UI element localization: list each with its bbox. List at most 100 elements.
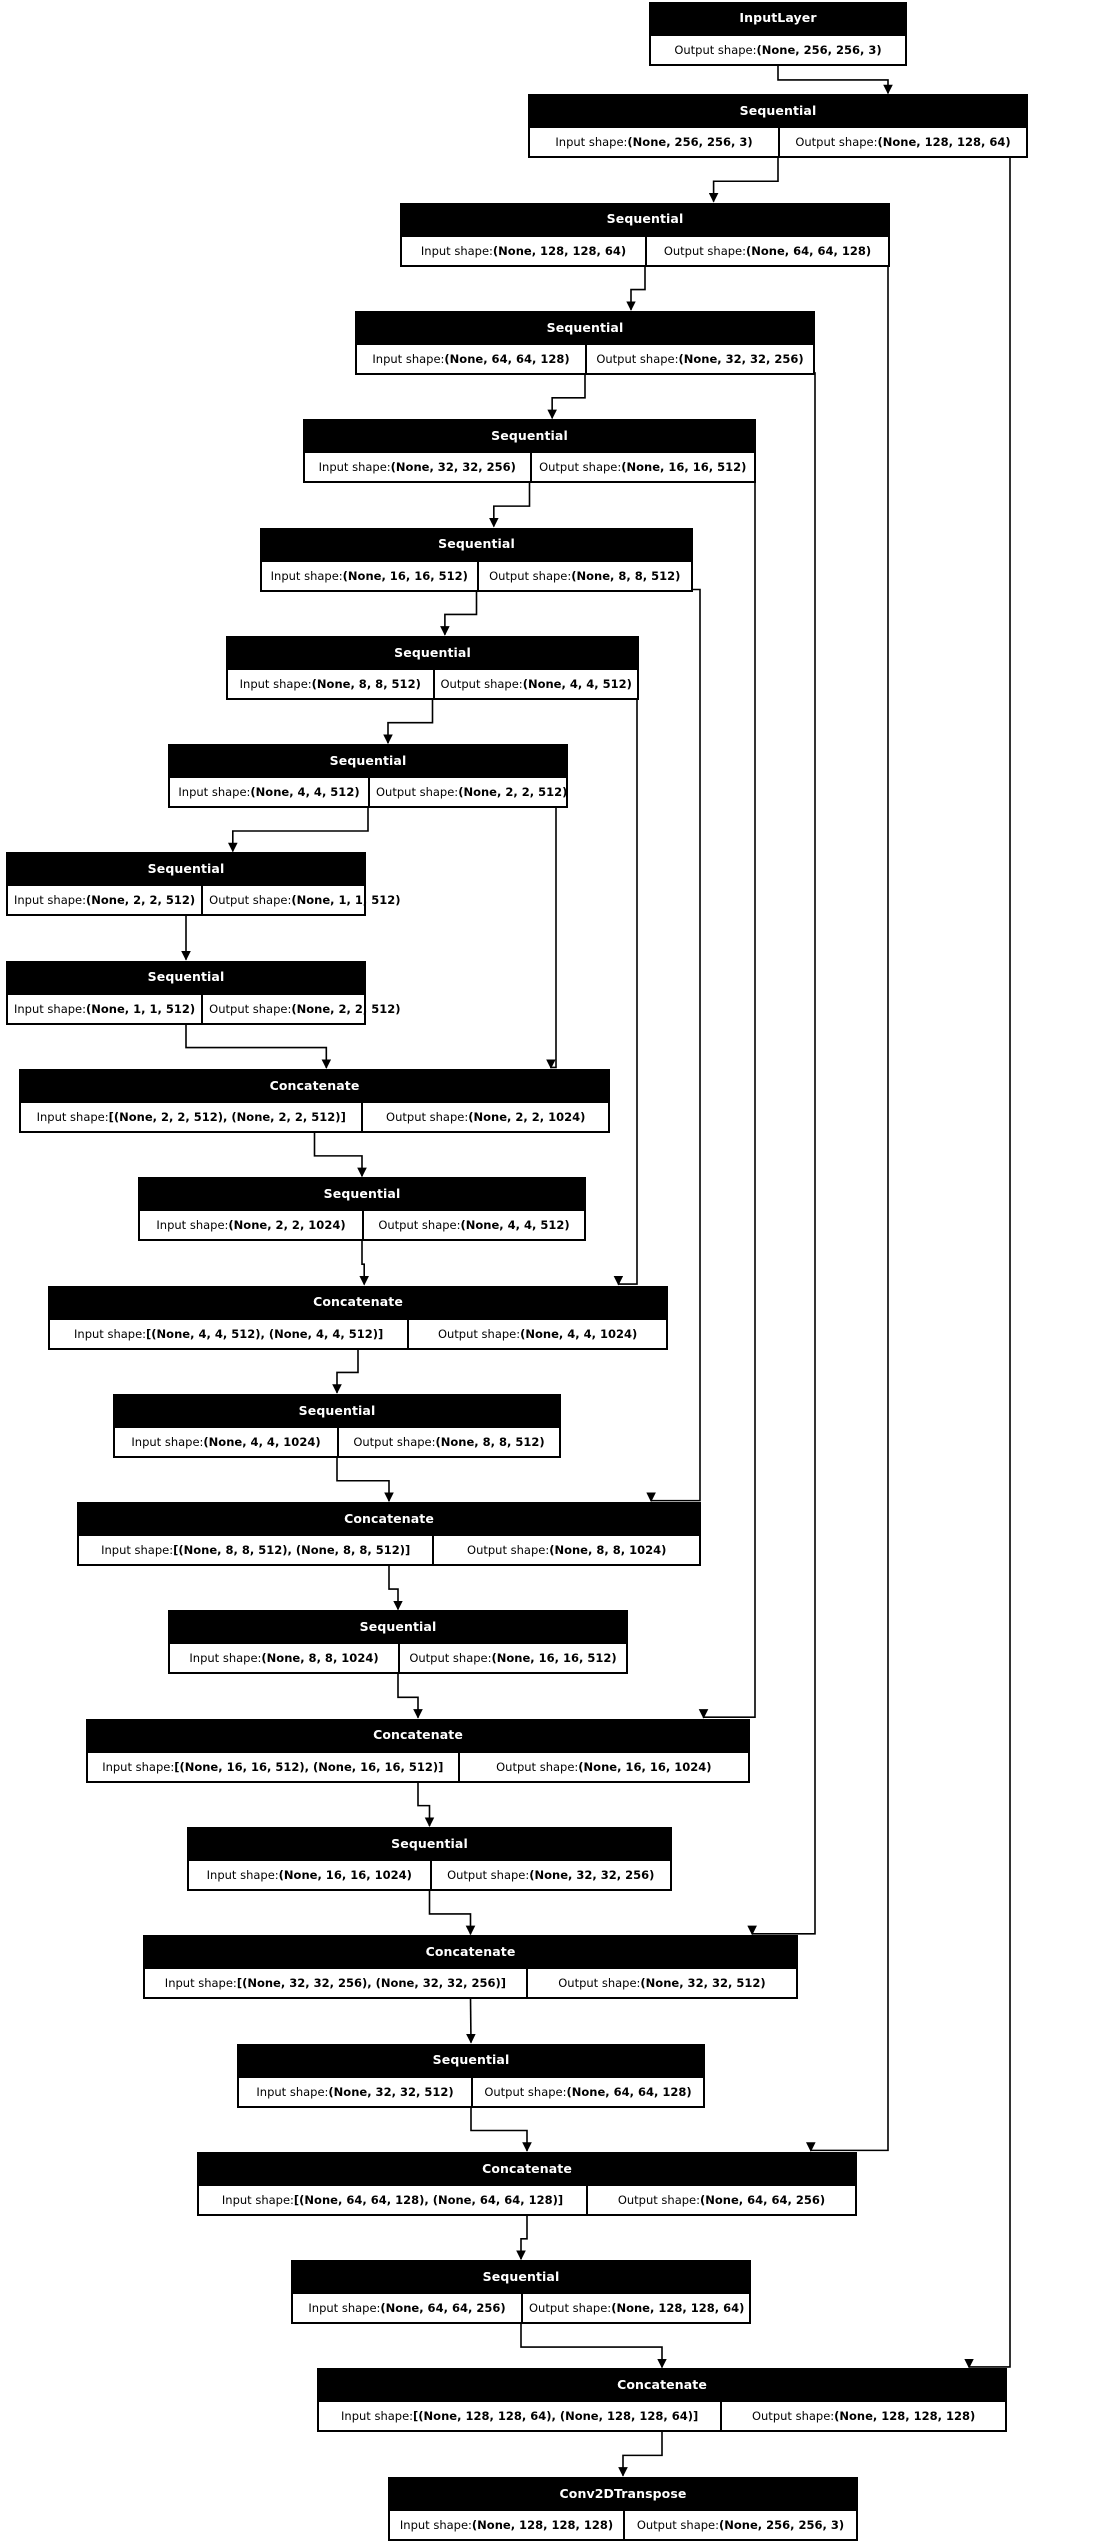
input-shape-cell-label: Input shape: — [341, 2409, 414, 2424]
output-shape-cell-label: Output shape: — [409, 1651, 492, 1666]
input-shape-cell-label: Input shape: — [239, 676, 312, 691]
output-shape-cell-label: Output shape: — [353, 1434, 436, 1449]
input-shape-cell-label: Input shape: — [308, 2301, 381, 2316]
edge — [383, 697, 434, 745]
output-shape-cell-label: Output shape: — [467, 1543, 550, 1558]
input-shape-cell: Input shape: [(None, 16, 16, 512), (None… — [88, 1753, 458, 1781]
input-shape-cell-value: (None, 2, 2, 512) — [86, 893, 196, 908]
output-shape-cell-value: (None, 256, 256, 3) — [719, 2517, 845, 2532]
output-shape-cell-value: (None, 32, 32, 256) — [529, 1868, 655, 1882]
output-shape-cell-value: (None, 128, 128, 128) — [834, 2409, 976, 2424]
layer-shape-row: Input shape: (None, 128, 128, 128)Output… — [390, 2508, 856, 2539]
output-shape-cell-value: (None, 16, 16, 512) — [621, 460, 747, 475]
layer-shape-row: Input shape: (None, 16, 16, 1024) Output … — [189, 1859, 670, 1889]
output-shape-cell-value: (None, 64, 64, 128) — [746, 243, 872, 258]
input-shape-cell-value: (None, 16, 16, 1024) — [278, 1868, 412, 1882]
input-shape-cell-label: Input shape: — [420, 243, 493, 258]
output-shape-cell-label: Output shape: — [484, 2084, 567, 2099]
output-shape-cell-label: Output shape: — [617, 2192, 701, 2207]
output-shape-cell: Output shape: (None, 256, 256, 3) — [623, 2510, 856, 2539]
input-shape-cell: Input shape: (None, 128, 128, 64) — [402, 237, 645, 265]
edge — [466, 1997, 476, 2044]
input-shape-cell-label: Input shape: — [14, 1001, 87, 1016]
output-shape-cell-value: (None, 256, 256, 3) — [756, 42, 882, 57]
input-shape-cell-value: (None, 32, 32, 512) — [328, 2084, 454, 2099]
edge — [313, 1130, 367, 1178]
layer-type-label: Concatenate — [319, 2370, 1005, 2401]
edge — [417, 1780, 435, 1827]
input-shape-cell-value: (None, 64, 64, 256) — [380, 2301, 506, 2316]
output-shape-cell-value: (None, 16, 16, 1024) — [578, 1759, 712, 1774]
layer-shape-row: Input shape: (None, 4, 4, 512)Output sha… — [170, 776, 567, 807]
output-shape-cell: Output shape: (None, 32, 32, 512) — [525, 1969, 796, 1998]
output-shape-cell: Output shape: (None, 2, 2, 512) — [368, 778, 573, 807]
output-shape-cell-value: (None, 128, 128, 64) — [877, 135, 1011, 150]
output-shape-cell-value: (None, 16, 16, 512) — [491, 1651, 617, 1666]
input-shape-cell-value: [(None, 2, 2, 512), (None, 2, 2, 512)] — [108, 1109, 346, 1124]
input-shape-cell-value: [(None, 8, 8, 512), (None, 8, 8, 512)] — [173, 1543, 411, 1558]
edge — [613, 686, 638, 1286]
output-shape-cell: Output shape: (None, 2, 2, 512) — [201, 994, 406, 1023]
edge — [440, 589, 478, 636]
input-shape-cell-label: Input shape: — [555, 135, 628, 150]
output-shape-cell-value: (None, 4, 4, 512) — [522, 676, 632, 691]
layer-shape-row: Input shape: (None, 64, 64, 256) Output s… — [293, 2292, 749, 2323]
input-shape-cell-label: Input shape: — [14, 893, 87, 908]
output-shape-cell-value: (None, 128, 128, 64) — [611, 2301, 745, 2316]
output-shape-cell: Output shape: (None, 1, 1, 512) — [201, 886, 406, 915]
layer-type-label: Sequential — [189, 1829, 670, 1859]
input-shape-cell-label: Input shape: — [36, 1109, 109, 1124]
output-shape-cell-label: Output shape: — [447, 1868, 530, 1882]
input-shape-cell: Input shape: (None, 2, 2, 1024) — [140, 1211, 362, 1239]
layer-shape-row: Input shape: (None, 32, 32, 512) Output s… — [239, 2075, 703, 2106]
layer-shape-row: Input shape: (None, 256, 256, 3)Output s… — [530, 126, 1026, 157]
input-shape-cell-value: (None, 64, 64, 128) — [444, 351, 570, 366]
input-shape-cell: Input shape: (None, 256, 256, 3) — [530, 128, 778, 156]
input-shape-cell: Input shape: (None, 4, 4, 512) — [170, 778, 368, 806]
input-shape-cell: Input shape: (None, 8, 8, 512) — [228, 670, 433, 698]
input-shape-cell-value: [(None, 64, 64, 128), (None, 64, 64, 128… — [293, 2192, 564, 2207]
edge — [516, 2213, 528, 2261]
input-shape-cell-value: [(None, 32, 32, 256), (None, 32, 32, 256… — [236, 1976, 507, 1991]
layer-shape-row: Input shape: [(None, 8, 8, 512), (None, … — [79, 1534, 699, 1565]
edge — [698, 470, 756, 1719]
layer-shape-row: Input shape: (None, 2, 2, 512)Output sha… — [8, 884, 401, 915]
layer-shape-row: Input shape: [(None, 4, 4, 512), (None, … — [50, 1317, 666, 1348]
layer-type-label: Sequential — [8, 962, 364, 993]
input-shape-cell-label: Input shape: — [131, 1434, 204, 1449]
input-shape-cell: Input shape: (None, 32, 32, 512) — [239, 2078, 471, 2106]
output-shape-cell-value: (None, 32, 32, 256) — [678, 351, 804, 366]
input-shape-cell-value: (None, 4, 4, 1024) — [203, 1434, 321, 1449]
input-shape-cell: Input shape: (None, 64, 64, 128) — [357, 345, 585, 373]
output-shape-cell: Output shape: (None, 8, 8, 1024) — [432, 1536, 699, 1565]
output-shape-cell-value: (None, 64, 64, 256) — [700, 2192, 826, 2207]
output-shape-cell-label: Output shape: — [529, 2301, 612, 2316]
input-shape-cell: Input shape: (None, 16, 16, 1024) — [189, 1861, 430, 1889]
layer-shape-row: Input shape: (None, 8, 8, 512)Output sha… — [228, 667, 637, 698]
output-shape-cell: Output shape: (None, 4, 4, 512) — [362, 1211, 584, 1240]
layer-type-label: Concatenate — [88, 1720, 748, 1751]
output-shape-cell-value: (None, 64, 64, 128) — [566, 2084, 692, 2099]
output-shape-cell: Output shape: (None, 128, 128, 64) — [778, 128, 1026, 157]
input-shape-cell: Input shape: (None, 2, 2, 512) — [8, 886, 201, 914]
layer-shape-row: Input shape: (None, 1, 1, 512)Output sha… — [8, 992, 401, 1023]
input-shape-cell-value: (None, 2, 2, 1024) — [228, 1218, 346, 1233]
output-shape-cell: Output shape: (None, 64, 64, 256) — [586, 2185, 855, 2214]
input-shape-cell-label: Input shape: — [221, 2192, 294, 2207]
output-shape-cell-label: Output shape: — [209, 1001, 292, 1016]
output-shape-cell: Output shape: (None, 16, 16, 1024) — [457, 1752, 748, 1781]
input-shape-cell-value: [(None, 16, 16, 512), (None, 16, 16, 512… — [174, 1759, 444, 1774]
input-shape-cell-label: Input shape: — [189, 1651, 262, 1666]
edge — [964, 145, 1022, 2369]
input-shape-cell: Input shape: [(None, 32, 32, 256), (None… — [145, 1969, 526, 1997]
